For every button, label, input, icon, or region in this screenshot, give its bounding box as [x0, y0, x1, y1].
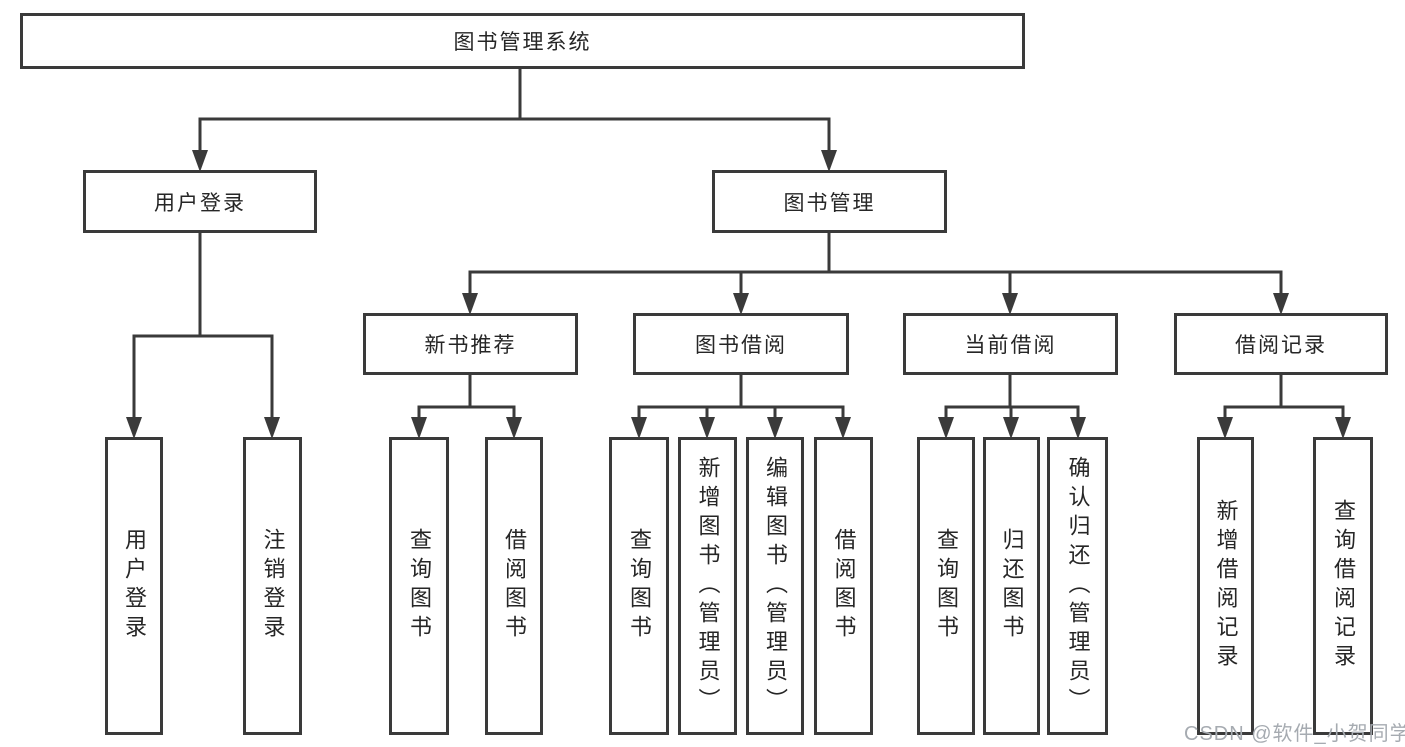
node-library-system: 图书管理系统 [20, 13, 1025, 69]
leaf-borrow-query-books: 查询图书 [609, 437, 669, 735]
leaf-current-return-books: 归还图书 [983, 437, 1040, 735]
leaf-current-query-books: 查询图书 [917, 437, 975, 735]
leaf-label: 查询图书 [407, 528, 432, 644]
leaf-user-login: 用户登录 [105, 437, 163, 735]
leaf-newbook-query-books: 查询图书 [389, 437, 449, 735]
leaf-newbook-borrow-books: 借阅图书 [485, 437, 543, 735]
node-label: 图书管理系统 [453, 31, 592, 54]
node-label: 图书借阅 [695, 334, 787, 357]
node-label: 图书管理 [783, 191, 876, 215]
leaf-current-confirm-return-admin: 确认归还（管理员） [1047, 437, 1108, 735]
leaf-label: 查询图书 [934, 528, 959, 644]
node-user-login: 用户登录 [83, 170, 317, 233]
node-label: 当前借阅 [964, 334, 1057, 357]
node-label: 用户登录 [154, 191, 246, 215]
leaf-label: 查询图书 [627, 528, 652, 644]
leaf-label: 注销登录 [260, 528, 286, 644]
leaf-label: 归还图书 [999, 528, 1025, 644]
leaf-records-add-record: 新增借阅记录 [1197, 437, 1254, 735]
leaf-label: 编辑图书（管理员） [763, 455, 788, 717]
leaf-borrow-borrow-books: 借阅图书 [814, 437, 873, 735]
node-borrow-records: 借阅记录 [1174, 313, 1388, 375]
node-book-borrow: 图书借阅 [633, 313, 849, 375]
node-label: 新书推荐 [424, 334, 517, 357]
leaf-logout-login: 注销登录 [243, 437, 302, 735]
leaf-borrow-edit-books-admin: 编辑图书（管理员） [746, 437, 804, 735]
node-book-management: 图书管理 [712, 170, 947, 233]
leaf-label: 查询借阅记录 [1331, 499, 1356, 673]
leaf-label: 新增图书（管理员） [695, 455, 721, 717]
node-new-book-recommend: 新书推荐 [363, 313, 578, 375]
leaf-records-query-record: 查询借阅记录 [1313, 437, 1373, 735]
leaf-borrow-add-books-admin: 新增图书（管理员） [678, 437, 737, 735]
node-current-borrow: 当前借阅 [903, 313, 1118, 375]
leaf-label: 借阅图书 [502, 528, 527, 644]
leaf-label: 用户登录 [122, 528, 147, 644]
csdn-watermark: CSDN @软件_小贺同学 [1184, 723, 1405, 745]
leaf-label: 借阅图书 [831, 528, 857, 644]
node-label: 借阅记录 [1235, 334, 1327, 357]
leaf-label: 新增借阅记录 [1213, 499, 1239, 673]
leaf-label: 确认归还（管理员） [1065, 455, 1091, 717]
